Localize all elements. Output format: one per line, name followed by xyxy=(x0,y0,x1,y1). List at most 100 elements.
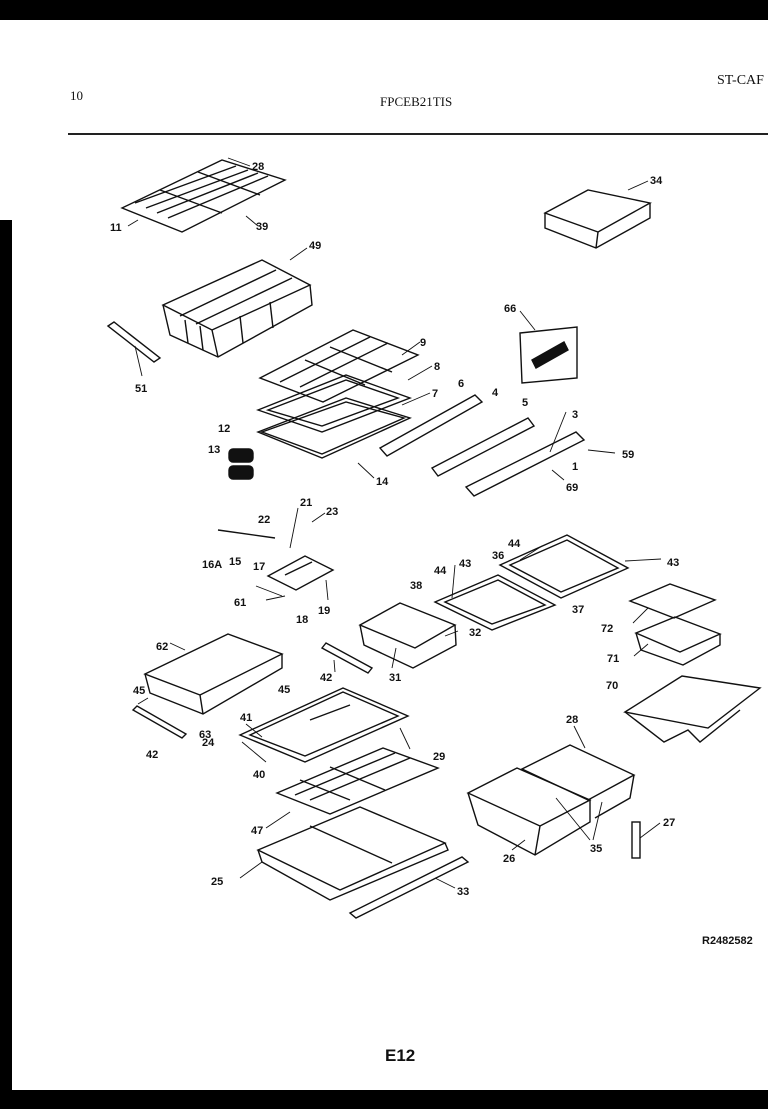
callout-44-right: 44 xyxy=(508,538,521,550)
callout-62: 62 xyxy=(156,641,168,653)
callout-37: 37 xyxy=(572,604,584,616)
part-rod-22 xyxy=(217,529,276,539)
callout-13: 13 xyxy=(208,444,220,456)
callout-71: 71 xyxy=(607,653,619,665)
part-clip-27 xyxy=(631,821,641,859)
callout-28-top: 28 xyxy=(252,161,264,173)
drawing-reference: R2482582 xyxy=(702,935,753,947)
part-cover-72 xyxy=(628,583,717,619)
part-drawer-62 xyxy=(143,633,284,715)
callout-44-left: 44 xyxy=(434,565,447,577)
callout-66: 66 xyxy=(504,303,516,315)
callout-1: 1 xyxy=(572,461,578,473)
callout-8: 8 xyxy=(434,361,440,373)
part-rail-5 xyxy=(430,417,536,477)
callout-6: 6 xyxy=(458,378,464,390)
callout-9: 9 xyxy=(420,337,426,349)
callout-21: 21 xyxy=(300,497,312,509)
part-cover-66 xyxy=(519,326,578,384)
callout-51: 51 xyxy=(135,383,147,395)
callout-12: 12 xyxy=(218,423,230,435)
part-crisper-26 xyxy=(466,767,592,856)
callout-18: 18 xyxy=(296,614,308,626)
header-rule xyxy=(68,133,768,135)
part-basket-49 xyxy=(161,259,313,358)
part-rail-33 xyxy=(348,856,470,919)
model-number: FPCEB21TIS xyxy=(380,94,453,109)
callout-38: 38 xyxy=(410,580,422,592)
part-trim-51 xyxy=(106,321,162,363)
part-glass-shelf-41 xyxy=(238,687,410,763)
part-glass-7 xyxy=(256,397,412,459)
callout-15: 15 xyxy=(229,556,241,568)
callout-72: 72 xyxy=(601,623,613,635)
part-shelf-70 xyxy=(623,675,762,743)
callout-3: 3 xyxy=(572,409,578,421)
callout-31: 31 xyxy=(389,672,401,684)
callout-47: 47 xyxy=(251,825,263,837)
callout-43-left: 43 xyxy=(459,558,471,570)
part-bin-34 xyxy=(543,189,652,249)
callout-36-right: 36 xyxy=(492,550,504,562)
part-crisper-28 xyxy=(520,744,636,819)
leader-lines xyxy=(127,157,662,889)
callout-16A: 16A xyxy=(202,559,222,571)
callout-32: 32 xyxy=(469,627,481,639)
header-code: ST-CAF xyxy=(717,73,764,88)
part-frame-25 xyxy=(256,806,449,901)
part-pan-31-32 xyxy=(358,602,457,669)
callout-33: 33 xyxy=(457,886,469,898)
callout-70: 70 xyxy=(606,680,618,692)
callout-41: 41 xyxy=(240,712,252,724)
callout-69: 69 xyxy=(566,482,578,494)
callout-34: 34 xyxy=(650,175,663,187)
part-rail-1 xyxy=(464,431,586,497)
callout-61: 61 xyxy=(234,597,246,609)
part-grille-9 xyxy=(258,329,420,403)
callout-25: 25 xyxy=(211,876,223,888)
part-shelf-43-left xyxy=(433,574,557,631)
part-trim-42-lower xyxy=(131,705,188,739)
callout-59: 59 xyxy=(622,449,634,461)
callout-49: 49 xyxy=(309,240,321,252)
callout-labels: 28 11 39 34 49 51 66 9 8 7 6 4 5 3 59 1 … xyxy=(110,161,679,898)
callout-40: 40 xyxy=(253,769,265,781)
part-frame-8 xyxy=(255,374,413,433)
callout-17: 17 xyxy=(253,561,265,573)
callout-39: 39 xyxy=(256,221,268,233)
callout-45-left: 45 xyxy=(133,685,145,697)
callout-45-center: 45 xyxy=(278,684,290,696)
callout-22: 22 xyxy=(258,514,270,526)
callout-43-right: 43 xyxy=(667,557,679,569)
callout-4: 4 xyxy=(492,387,499,399)
callout-24: 24 xyxy=(202,737,215,749)
callout-63: 63 xyxy=(199,729,211,741)
callout-42-upper: 42 xyxy=(320,672,332,684)
callout-11: 11 xyxy=(110,222,122,234)
callout-26: 26 xyxy=(503,853,515,865)
part-control-17 xyxy=(266,555,335,591)
callout-35: 35 xyxy=(590,843,602,855)
callout-5: 5 xyxy=(522,397,528,409)
page-number-left: 10 xyxy=(70,88,83,103)
scan-border-left xyxy=(0,220,12,1109)
scan-border-top xyxy=(0,0,768,20)
callout-14: 14 xyxy=(376,476,389,488)
scan-border-bottom xyxy=(0,1090,768,1109)
callout-27: 27 xyxy=(663,817,675,829)
page-label: E12 xyxy=(385,1046,416,1065)
part-grille-47 xyxy=(275,747,440,815)
part-shelf-43-right xyxy=(498,534,630,599)
callout-19: 19 xyxy=(318,605,330,617)
part-trim-42-upper xyxy=(320,642,374,674)
part-clips-12-13 xyxy=(228,448,254,480)
callout-23: 23 xyxy=(326,506,338,518)
callout-28-crisper: 28 xyxy=(566,714,578,726)
part-rail-6 xyxy=(378,394,484,457)
part-pan-71 xyxy=(634,616,722,666)
callout-42-lower: 42 xyxy=(146,749,158,761)
callout-7: 7 xyxy=(432,388,438,400)
part-wire-shelf xyxy=(120,159,287,233)
callout-29: 29 xyxy=(433,751,445,763)
